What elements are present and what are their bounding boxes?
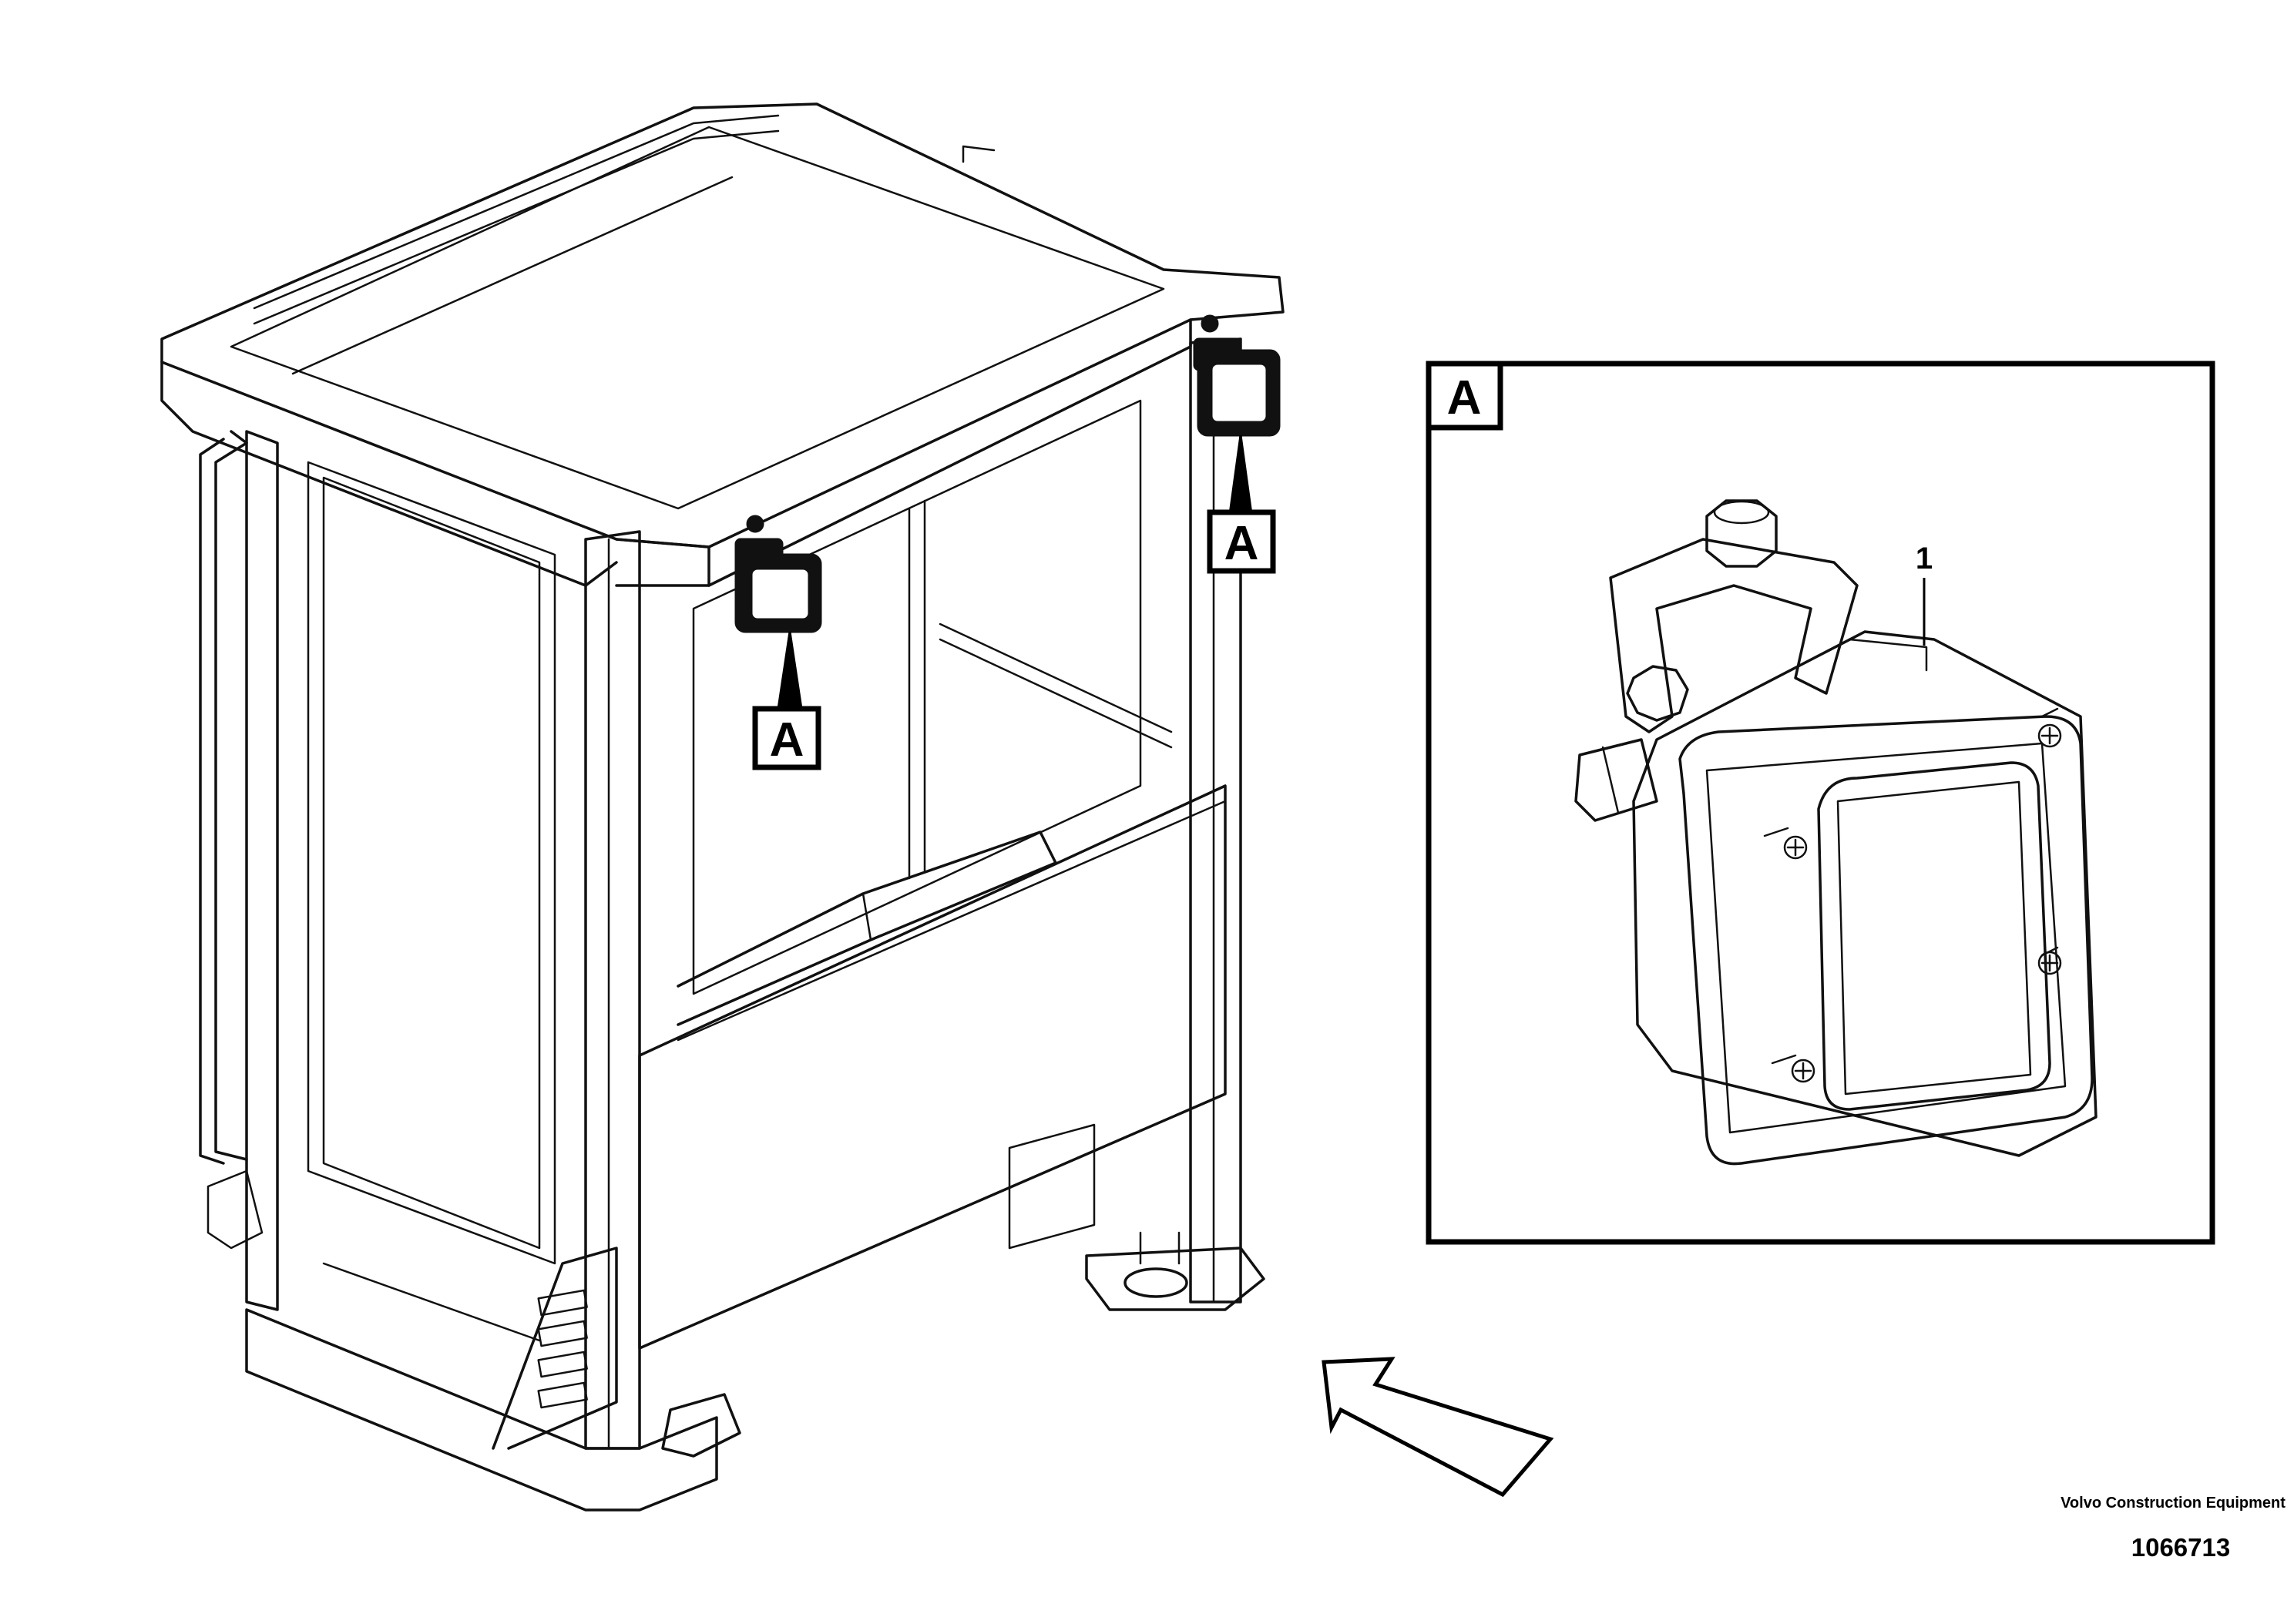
lamp-bezel (1678, 715, 2094, 1166)
drawing-number: 1066713 (2131, 1533, 2231, 1562)
door-frame (307, 461, 556, 1265)
cab-frame-drawing (160, 102, 1285, 1512)
mounting-foot-right (1085, 1231, 1265, 1311)
company-name: Volvo Construction Equipment (2061, 1495, 2286, 1512)
seat-back (677, 830, 1057, 1026)
lamp-bracket (1609, 538, 1859, 733)
work-lamp-right (1193, 314, 1281, 437)
mounting-foot-left (661, 1393, 741, 1458)
roof-inner-panel (230, 126, 1165, 510)
rear-window (692, 399, 1142, 995)
detail-title-box (1426, 361, 1503, 431)
access-steps (492, 1247, 618, 1450)
side-bolt (1626, 665, 1689, 722)
cab-roof (160, 102, 1285, 549)
svg-text:A: A (1224, 517, 1259, 570)
svg-text:A: A (770, 713, 804, 767)
leader-arrow-front (777, 631, 803, 710)
leader-arrow-right (1229, 435, 1252, 510)
detail-a-panel: A (1426, 361, 2215, 1245)
lower-front-panel (638, 784, 1227, 1350)
side-handrail (199, 430, 248, 1165)
detail-title: A (1447, 371, 1482, 424)
lamp-housing (1632, 630, 2098, 1157)
front-left-pillar (584, 530, 641, 1450)
rear-left-pillar (245, 430, 279, 1311)
bezel-screws (1783, 723, 2062, 1083)
callout-a-front: A (752, 706, 821, 770)
roof-front-edge (160, 361, 710, 587)
callout-a-right: A (1207, 509, 1276, 574)
view-direction-arrow (1322, 1357, 1554, 1498)
cab-base (245, 1308, 718, 1512)
lamp-lens (1817, 761, 2051, 1111)
part-number-1: 1 (1916, 542, 1933, 575)
work-lamp-front (734, 515, 822, 633)
lamp-connector (1574, 738, 1658, 822)
work-lamp-detail (1574, 499, 2098, 1166)
